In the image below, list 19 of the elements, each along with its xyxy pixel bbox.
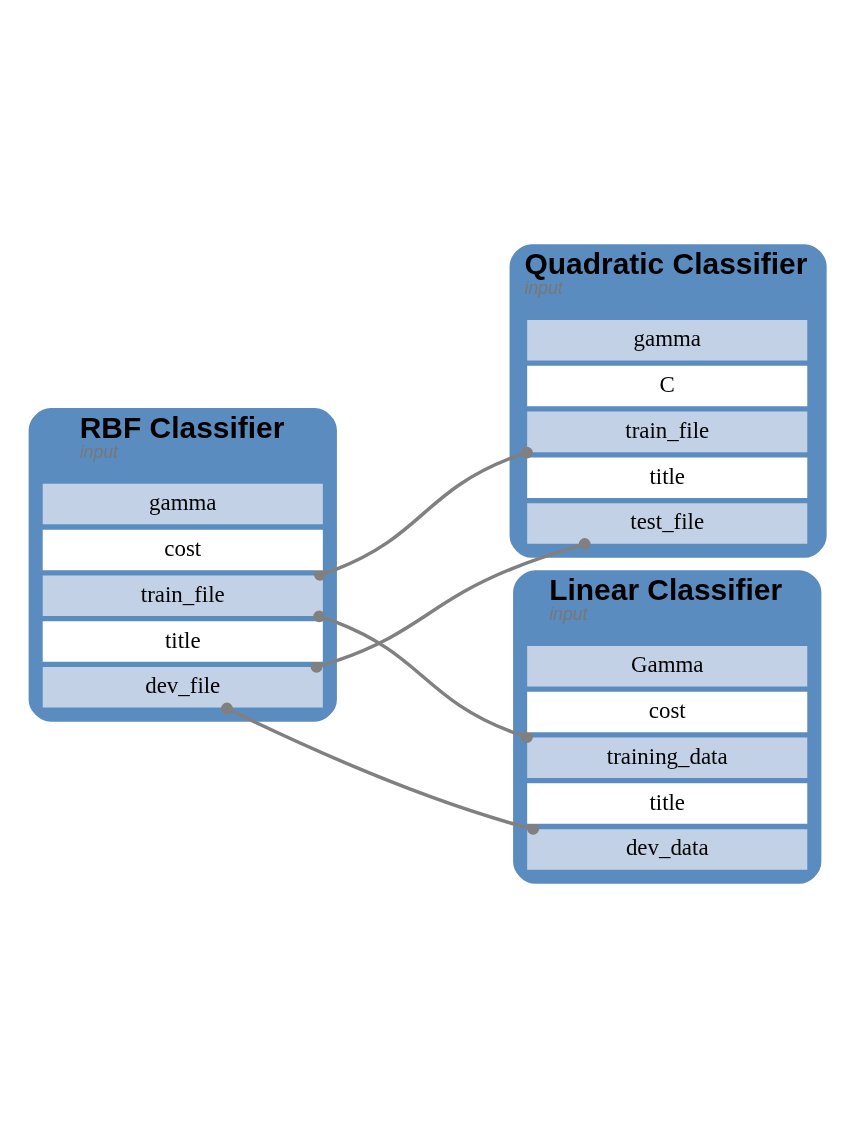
node-box: training_data (527, 737, 808, 779)
node-box: dev_file (42, 667, 323, 708)
node-box: title (527, 457, 808, 498)
node-box: test_file (527, 503, 808, 544)
connector (310, 538, 591, 673)
node-box: train_file (527, 411, 808, 453)
node-box: dev_data (527, 829, 808, 870)
node-box: Gamma (527, 645, 808, 687)
connector (220, 702, 540, 835)
node-box: title (42, 621, 323, 662)
node-box: gamma (527, 320, 808, 361)
node-box: title (527, 783, 808, 824)
node-box: gamma (42, 483, 323, 525)
node-box: cost (42, 529, 323, 571)
node-box: cost (527, 691, 808, 733)
connector (314, 446, 533, 581)
connector (313, 610, 533, 743)
node-box: C (527, 365, 808, 407)
node-box: train_file (42, 575, 323, 616)
